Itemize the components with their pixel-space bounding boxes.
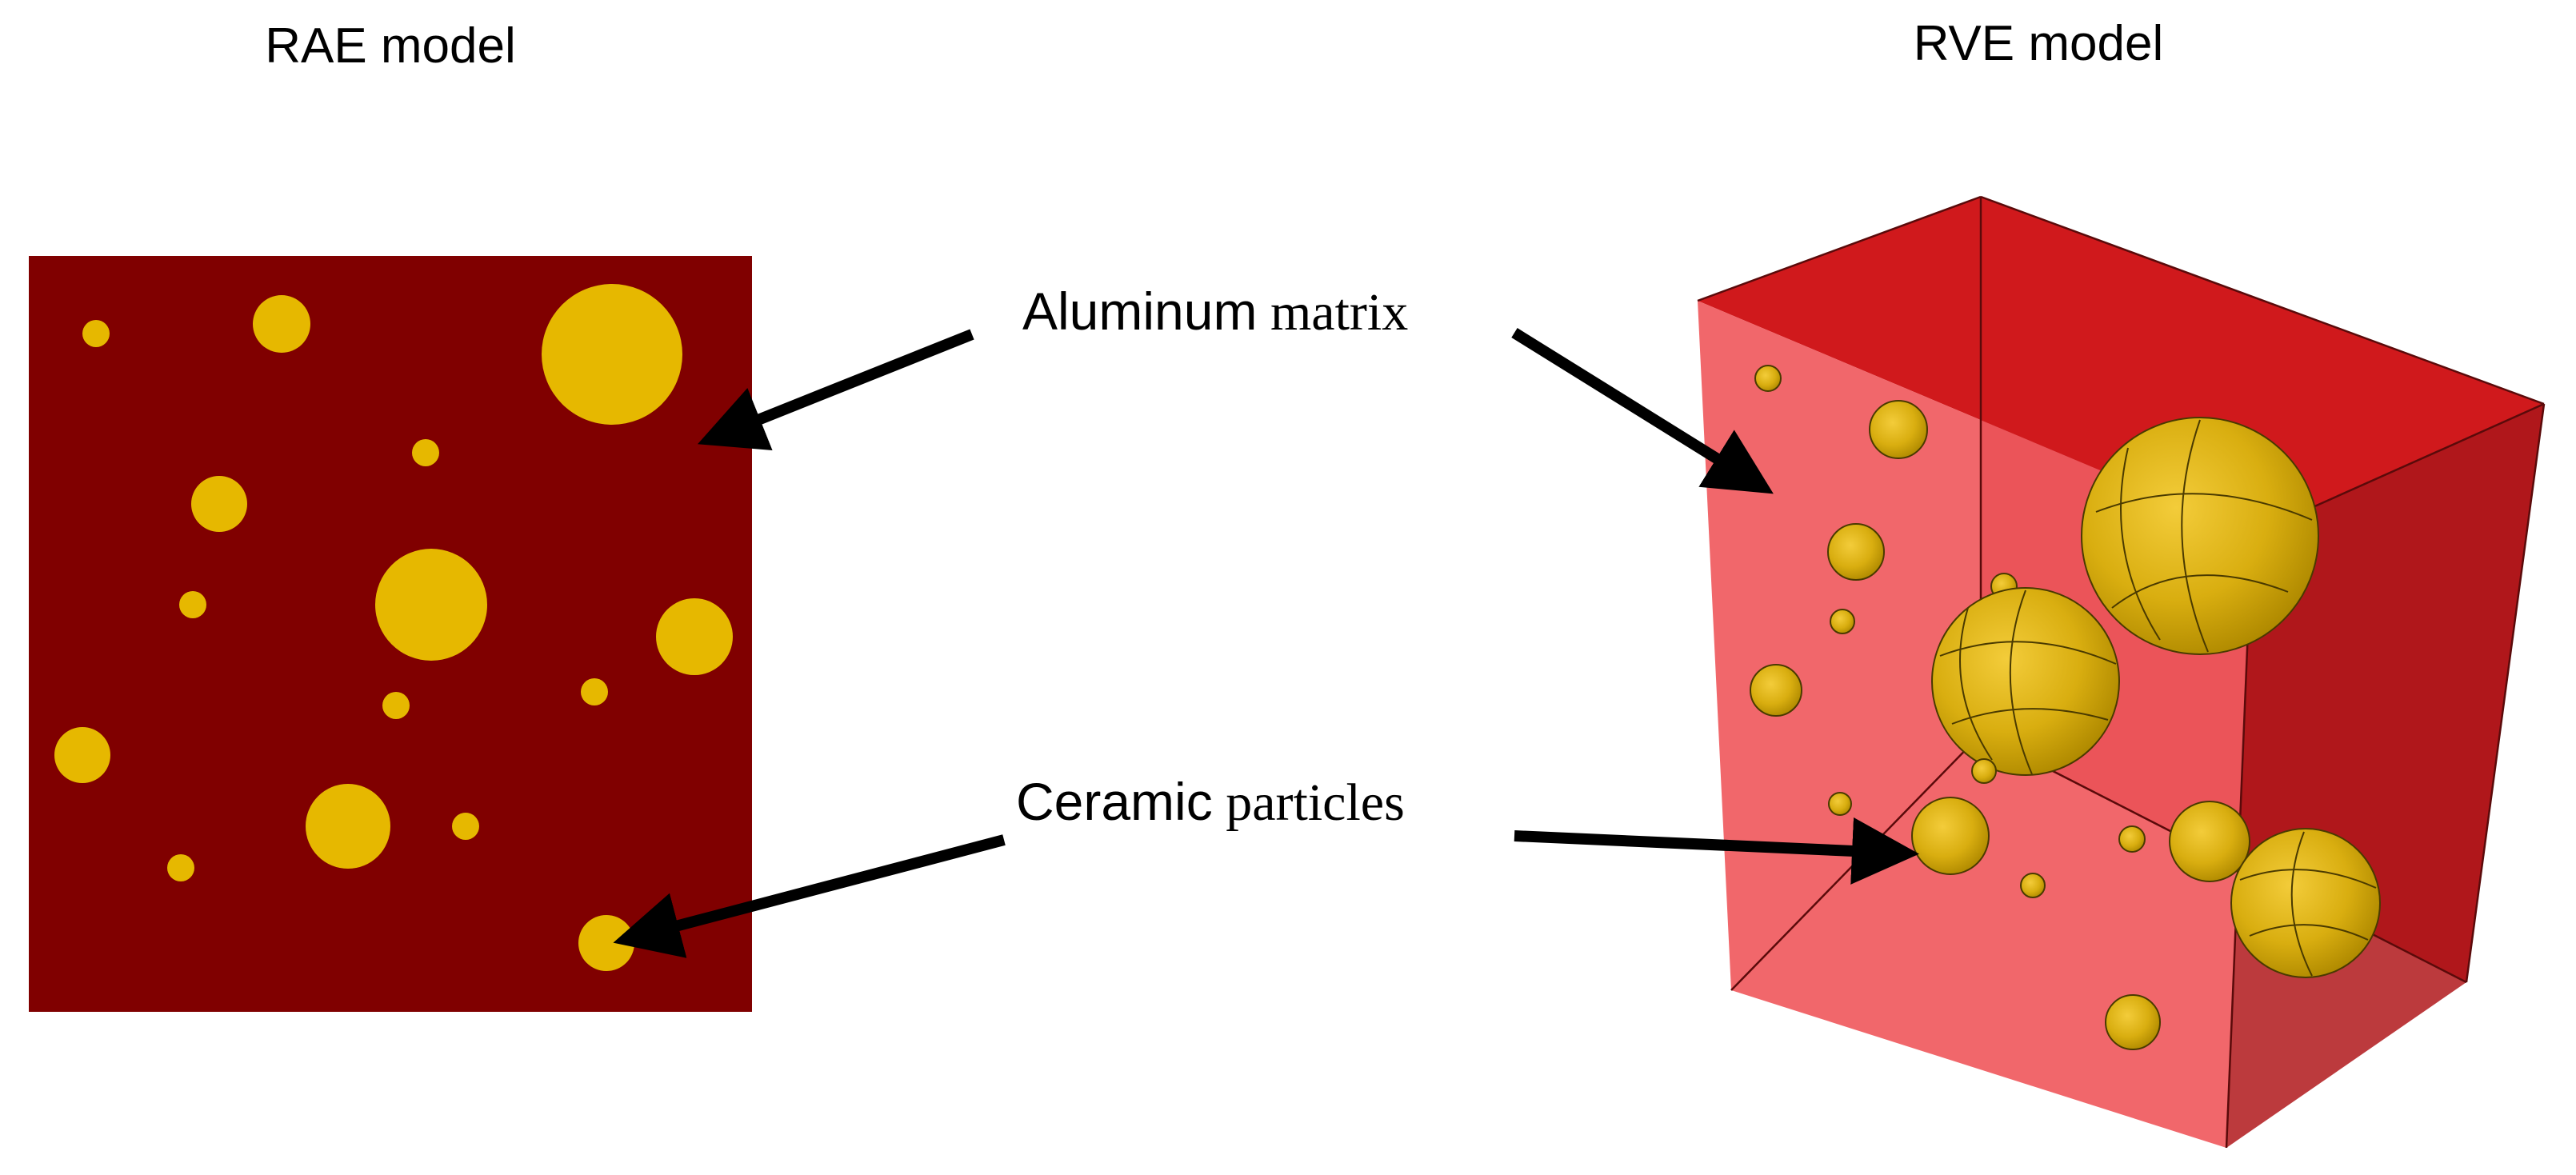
rae-particle xyxy=(179,591,206,618)
rae-particle xyxy=(412,439,439,466)
arrow-matrix-to-rae xyxy=(698,329,974,450)
rve-particle-facets xyxy=(1939,419,2377,977)
rve-edge xyxy=(2465,403,2546,983)
rae-particle xyxy=(452,813,479,840)
arrow-particles-to-rve xyxy=(1514,817,1919,885)
aluminum-matrix-label: Aluminum matrix xyxy=(1022,282,1408,342)
rae-particle xyxy=(191,476,247,532)
rve-particle xyxy=(1869,400,1928,459)
sphere-facet-lines xyxy=(1939,589,2117,775)
rve-model-title: RVE model xyxy=(1914,16,2163,71)
rve-particle xyxy=(2230,828,2381,978)
rve-edge xyxy=(1980,195,2545,406)
rve-model xyxy=(1697,195,2546,1149)
rve-particle xyxy=(1830,609,1855,634)
rve-particle xyxy=(1754,365,1782,392)
rae-ceramic-particles xyxy=(54,284,733,971)
rve-particle xyxy=(2020,873,2046,898)
rae-particle xyxy=(542,284,682,425)
rve-particle xyxy=(1828,792,1852,816)
rae-particle xyxy=(306,784,390,869)
rae-particle xyxy=(167,854,194,881)
rae-particle xyxy=(382,692,410,719)
rve-particle xyxy=(1750,664,1802,717)
rae-particle xyxy=(656,598,733,675)
rve-particle xyxy=(1827,523,1885,581)
rae-particle xyxy=(581,678,608,705)
rve-ceramic-particles xyxy=(1750,365,2381,1050)
rae-particle xyxy=(82,320,110,347)
rve-particle xyxy=(2169,801,2250,882)
arrow-matrix-to-rve xyxy=(1511,328,1774,494)
rae-particle xyxy=(54,727,110,783)
rve-particle xyxy=(1911,797,1990,875)
sphere-facet-lines xyxy=(2239,831,2377,977)
sphere-facet-lines xyxy=(2095,419,2313,653)
rve-particle xyxy=(2105,994,2161,1050)
rae-model xyxy=(29,256,752,1012)
rve-particle xyxy=(2118,825,2146,853)
rve-top-face xyxy=(1698,197,2544,534)
rae-particle xyxy=(253,295,310,353)
rve-particle xyxy=(1931,587,2120,776)
arrow-particles-to-rae xyxy=(613,834,1006,958)
ceramic-particles-label: Ceramic particles xyxy=(1016,772,1405,832)
rve-edge xyxy=(1697,195,1982,302)
rae-model-title: RAE model xyxy=(265,18,516,74)
rae-particle xyxy=(375,549,487,661)
rve-particle xyxy=(2081,417,2319,655)
rve-particle xyxy=(1971,758,1997,784)
callout-arrows xyxy=(613,328,1919,958)
